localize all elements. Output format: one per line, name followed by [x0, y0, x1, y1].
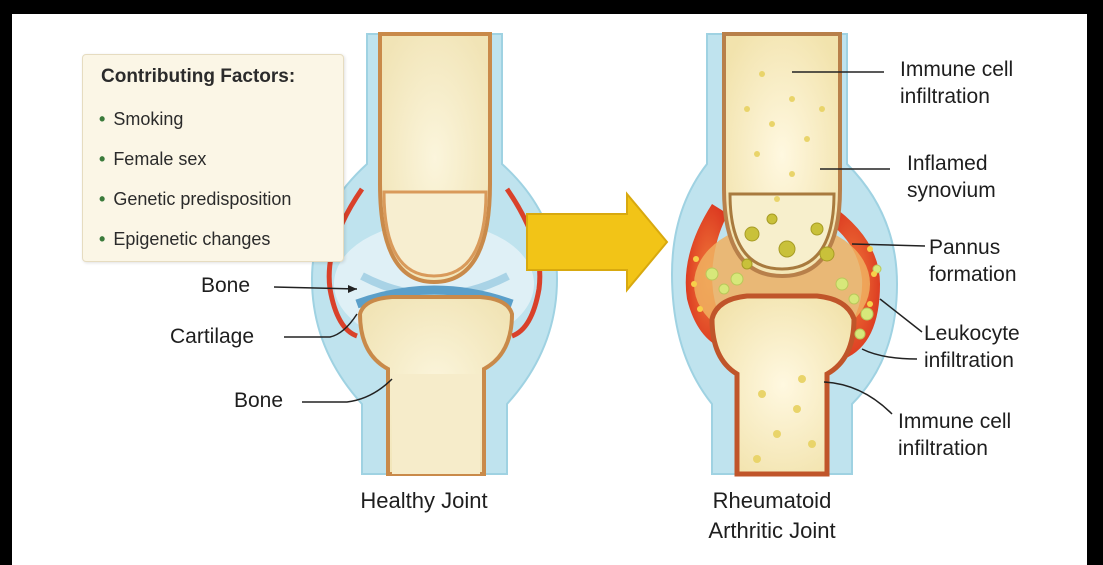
factor-item: •Epigenetic changes: [99, 227, 291, 267]
label-leukocyte-infiltration: Leukocyte infiltration: [924, 320, 1020, 374]
label-cartilage: Cartilage: [170, 323, 254, 350]
diagram-frame: Contributing Factors: •Smoking •Female s…: [12, 14, 1087, 565]
label-pannus-formation: Pannus formation: [929, 234, 1017, 288]
bullet-icon: •: [99, 149, 105, 169]
label-bone-top: Bone: [201, 272, 250, 299]
healthy-joint-illustration: [312, 34, 557, 474]
bullet-icon: •: [99, 229, 105, 249]
arthritic-joint-illustration: [672, 34, 897, 474]
factor-item: •Female sex: [99, 147, 291, 187]
healthy-joint-caption: Healthy Joint: [324, 486, 524, 516]
bullet-icon: •: [99, 189, 105, 209]
contributing-factors-box: Contributing Factors: •Smoking •Female s…: [82, 54, 344, 262]
label-bone-bottom: Bone: [234, 387, 283, 414]
factor-item: •Smoking: [99, 107, 291, 147]
bullet-icon: •: [99, 109, 105, 129]
contributing-factors-title: Contributing Factors:: [101, 66, 295, 88]
factor-item: •Genetic predisposition: [99, 187, 291, 227]
arthritic-joint-caption: Rheumatoid Arthritic Joint: [652, 486, 892, 546]
label-immune-cell-top: Immune cell infiltration: [900, 56, 1013, 110]
contributing-factors-list: •Smoking •Female sex •Genetic predisposi…: [99, 107, 291, 267]
label-immune-cell-bottom: Immune cell infiltration: [898, 408, 1011, 462]
healthy-lower-shaft: [392, 374, 480, 474]
label-inflamed-synovium: Inflamed synovium: [907, 150, 996, 204]
